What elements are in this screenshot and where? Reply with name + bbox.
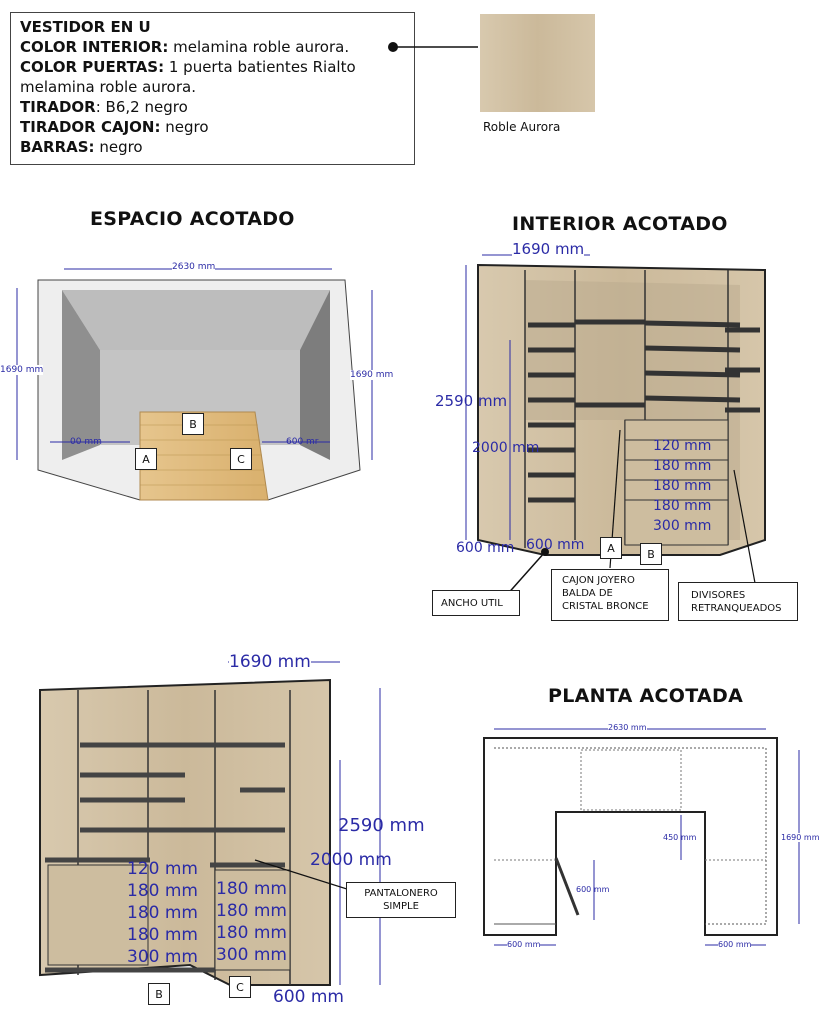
callout-line: CAJON JOYERO: [562, 575, 635, 586]
drawer-dim: 180 mm: [653, 478, 712, 494]
rear-view-drawing: [39, 661, 381, 986]
spec-box: VESTIDOR EN U COLOR INTERIOR: melamina r…: [10, 12, 415, 165]
interior-depth-left-dim: 600 mm: [456, 540, 515, 556]
interior-width-dim: 1690 mm: [512, 240, 585, 258]
wood-swatch: [480, 14, 595, 112]
planta-depth-dim: 1690 mm: [781, 833, 820, 842]
spec-tirador-cajon: TIRADOR CAJON: negro: [20, 118, 209, 136]
drawer-dim: 180 mm: [216, 901, 287, 921]
zone-b-label: B: [182, 413, 204, 435]
interior-title: INTERIOR ACOTADO: [512, 213, 728, 235]
swatch-connector: [388, 42, 478, 52]
swatch-label: Roble Aurora: [483, 120, 561, 134]
planta-width-dim: 2630 mm: [608, 723, 647, 732]
callout-line: CRISTAL BRONCE: [562, 601, 649, 612]
spec-tirador: TIRADOR: B6,2 negro: [20, 98, 188, 116]
planta-right-dim: 600 mm: [718, 940, 752, 949]
rear-depth-dim: 600 mm: [273, 987, 344, 1007]
rear-height-dim: 2590 mm: [338, 815, 425, 836]
spec-barras: BARRAS: negro: [20, 138, 143, 156]
zone-c-label: C: [230, 448, 252, 470]
interior-height-dim: 2590 mm: [435, 392, 508, 410]
drawer-dim: 300 mm: [653, 518, 712, 534]
drawer-dim: 300 mm: [127, 947, 198, 967]
planta-left-dim: 600 mm: [507, 940, 541, 949]
interior-drawing: [465, 254, 766, 598]
drawer-dim: 180 mm: [127, 881, 198, 901]
drawer-dim: 180 mm: [653, 498, 712, 514]
espacio-right-dim: 1690 mm: [350, 370, 394, 380]
drawer-dim: 300 mm: [216, 945, 287, 965]
espacio-drawing: [16, 268, 373, 501]
spec-title: VESTIDOR EN U: [20, 18, 151, 36]
zone-a-label: A: [135, 448, 157, 470]
drawer-dim: 120 mm: [653, 438, 712, 454]
spec-color-puertas: COLOR PUERTAS: 1 puerta batientes Rialto…: [20, 58, 356, 96]
espacio-left-dim: 1690 mm: [0, 365, 44, 375]
callout-line: BALDA DE: [562, 588, 613, 599]
rear-inner-dim: 2000 mm: [310, 850, 392, 870]
rear-left-drawer-dims: 120 mm 180 mm 180 mm 180 mm 300 mm: [127, 858, 198, 968]
interior-zone-a-label: A: [600, 537, 622, 559]
callout-ancho-util: ANCHO UTIL: [432, 590, 520, 616]
floor-plan-drawing: [483, 728, 800, 946]
planta-title: PLANTA ACOTADA: [548, 685, 744, 707]
planta-shelf-dim: 450 mm: [663, 833, 697, 842]
espacio-title: ESPACIO ACOTADO: [90, 208, 295, 230]
callout-line: PANTALONERO: [364, 888, 438, 899]
interior-drawer-dims: 120 mm 180 mm 180 mm 180 mm 300 mm: [653, 436, 711, 536]
drawer-dim: 120 mm: [127, 859, 198, 879]
callout-pantalonero: PANTALONERO SIMPLE: [346, 882, 456, 918]
espacio-left-side-dim: 00 mm: [70, 437, 102, 447]
rear-zone-b-label: B: [148, 983, 170, 1005]
drawer-dim: 180 mm: [127, 903, 198, 923]
planta-door-dim: 600 mm: [576, 885, 610, 894]
rear-right-drawer-dims: 180 mm 180 mm 180 mm 300 mm: [216, 878, 287, 966]
drawer-dim: 180 mm: [127, 925, 198, 945]
drawer-dim: 180 mm: [216, 879, 287, 899]
rear-zone-c-label: C: [229, 976, 251, 998]
callout-divisores: DIVISORES RETRANQUEADOS: [678, 582, 798, 621]
rear-width-dim: 1690 mm: [229, 652, 311, 672]
espacio-width-dim: 2630 mm: [172, 262, 216, 272]
espacio-right-side-dim: 600 mr: [286, 437, 319, 447]
callout-line: RETRANQUEADOS: [691, 603, 782, 614]
callout-line: SIMPLE: [383, 901, 419, 912]
drawer-dim: 180 mm: [653, 458, 712, 474]
interior-inner-dim: 2000 mm: [472, 440, 540, 456]
interior-depth-right-dim: 600 mm: [526, 537, 585, 553]
drawer-dim: 180 mm: [216, 923, 287, 943]
spec-color-interior: COLOR INTERIOR: melamina roble aurora.: [20, 38, 350, 56]
callout-cajon-joyero: CAJON JOYERO BALDA DE CRISTAL BRONCE: [551, 569, 669, 621]
interior-zone-b-label: B: [640, 543, 662, 565]
callout-line: DIVISORES: [691, 590, 746, 601]
